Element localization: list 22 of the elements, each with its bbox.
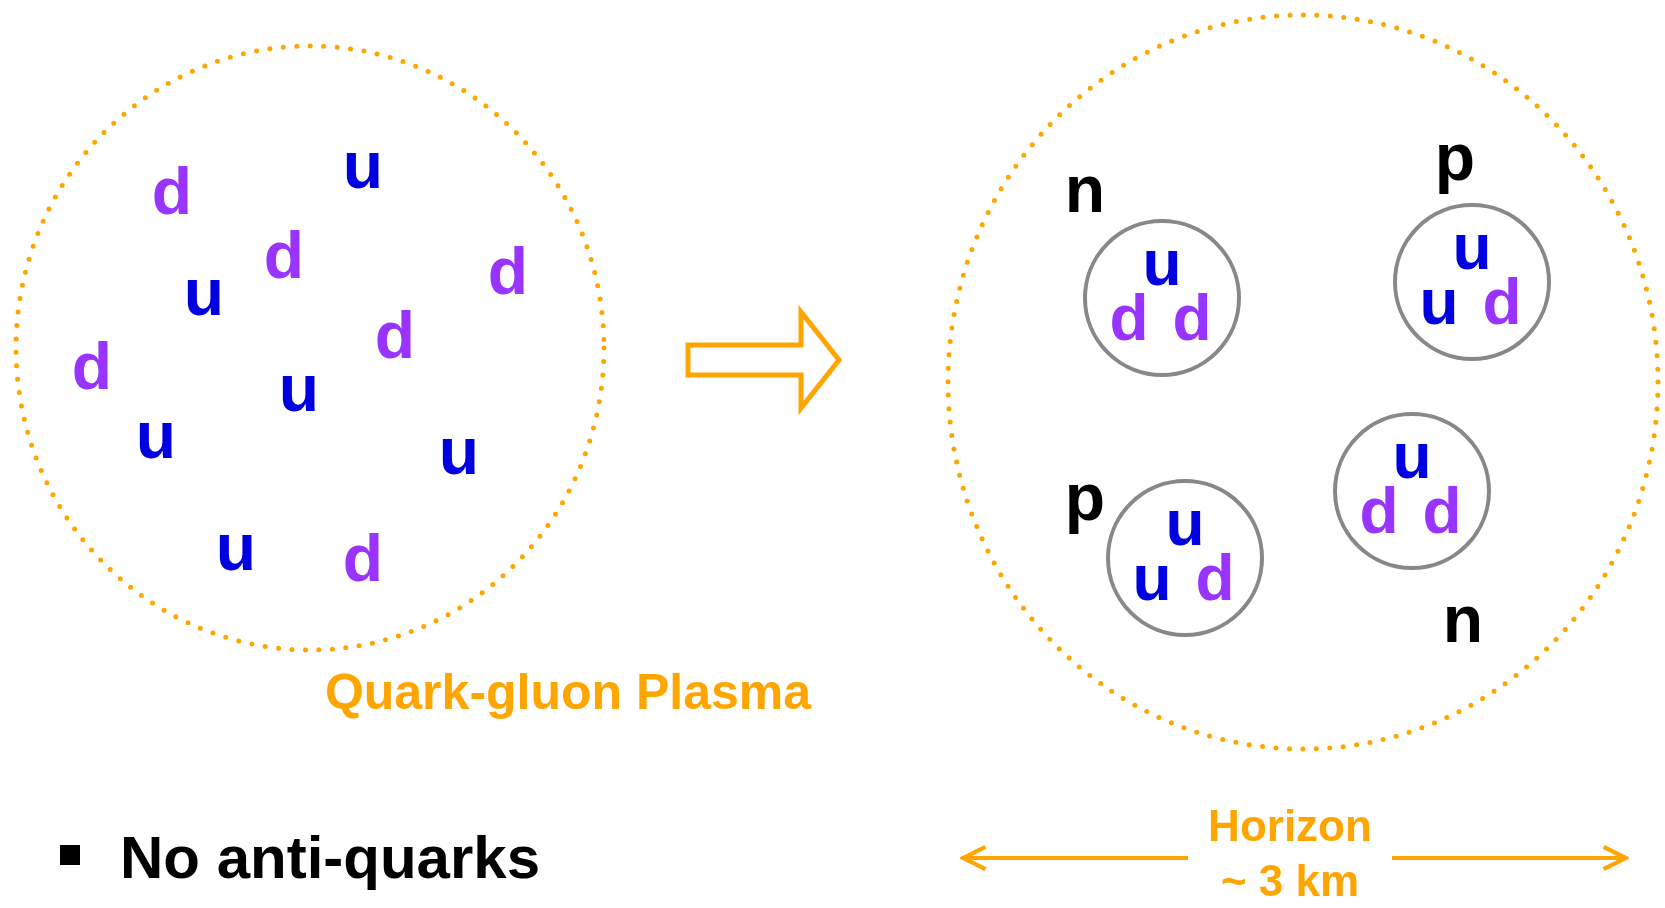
quark-letter: u xyxy=(215,514,257,580)
quark-letter: d xyxy=(1172,286,1212,350)
quark-letter: d xyxy=(374,302,416,368)
node-label: Quark-gluon Plasma xyxy=(324,667,812,717)
quark-letter: u xyxy=(438,418,480,484)
quark-letter: d xyxy=(1109,286,1149,350)
quark-letter: u xyxy=(278,355,320,421)
quark-letter: d xyxy=(487,238,529,304)
quark-letter: d xyxy=(342,525,384,591)
quark-letter: u xyxy=(183,259,225,325)
quark-letter: d xyxy=(1359,479,1399,543)
quark-letter: d xyxy=(71,333,113,399)
hollow-arrow xyxy=(685,304,843,416)
quark-letter: d xyxy=(263,222,305,288)
quark-letter: d xyxy=(151,158,193,224)
particle-label: n xyxy=(1442,586,1484,652)
dimension-label: Horizon ~ 3 km xyxy=(1207,800,1373,907)
quark-letter: u xyxy=(135,402,177,468)
particle-label: n xyxy=(1064,156,1106,222)
bullet-text: No anti-quarks xyxy=(120,828,541,888)
quark-letter: u xyxy=(342,132,384,198)
quark-letter: d xyxy=(1422,479,1462,543)
